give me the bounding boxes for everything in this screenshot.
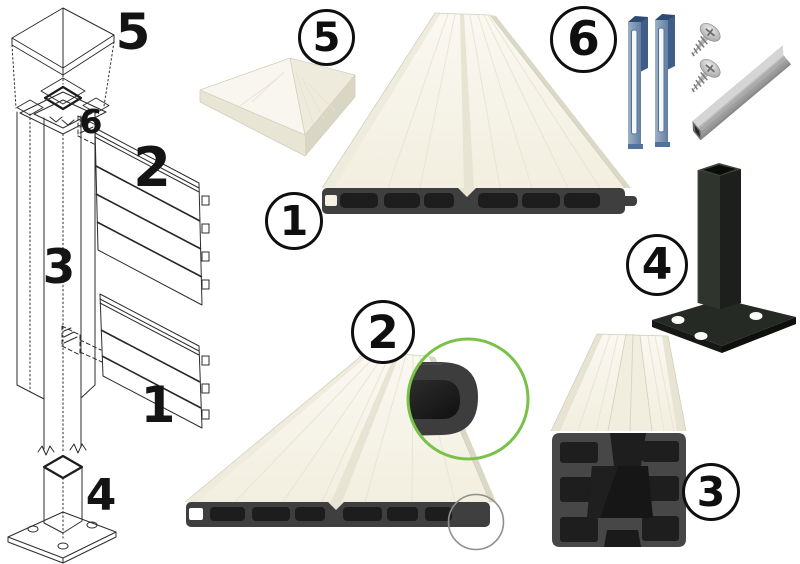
callout-number: 1 [279, 196, 309, 245]
board-tongue [620, 196, 637, 206]
wall-bracket [655, 14, 675, 147]
magnified-tongue-detail [408, 362, 478, 436]
diagram-label-base: 4 [86, 470, 117, 521]
callout-number: 6 [567, 12, 600, 67]
callout-post-profile: 3 [682, 463, 740, 521]
callout-post-cap: 5 [298, 9, 355, 66]
lower-panel-wireframe [99, 293, 210, 429]
base-plate [652, 299, 796, 346]
diagram-label-bracket: 6 [80, 102, 103, 141]
post-cap-render [199, 57, 356, 157]
bolt-hole [694, 332, 708, 340]
board-cross-section [322, 188, 637, 214]
diagram-label-lower-panel: 1 [141, 376, 176, 434]
board-top-face [322, 13, 625, 188]
gray-detail-circle [447, 493, 505, 551]
bolt-hole [671, 316, 685, 324]
steel-tube [692, 45, 792, 141]
board-groove [189, 508, 203, 520]
board-groove [325, 195, 337, 206]
callout-number: 3 [696, 467, 726, 516]
board-seam [331, 354, 400, 502]
fence-boards-render [321, 12, 637, 214]
wall-bracket [628, 16, 648, 149]
hardware-kit-render [628, 14, 792, 149]
base-plate-wireframe [7, 511, 117, 564]
screw [691, 59, 721, 93]
diagram-label-upper-panel: 2 [133, 136, 171, 199]
cap-wireframe [11, 7, 115, 109]
upper-panel-wireframe [94, 127, 210, 306]
bolt-hole [749, 312, 763, 320]
board-joint-notch [458, 188, 476, 197]
callout-anchor-base-post: 4 [626, 234, 688, 296]
bracket-marks [61, 115, 103, 363]
board-cross-section [186, 502, 490, 527]
board-seam [460, 14, 474, 188]
exploded-assembly-drawing: 5 6 2 3 1 4 [7, 3, 210, 564]
profile-cross-section [552, 433, 686, 547]
callout-number: 4 [641, 239, 673, 290]
profile-top-groove [608, 334, 652, 431]
boards-underside-render [184, 337, 530, 551]
post-wireframe [16, 111, 96, 539]
screw [691, 23, 721, 57]
callout-fence-boards: 1 [265, 192, 323, 250]
post-profile-render [550, 333, 687, 547]
profile-bottom-slot [604, 530, 641, 547]
callout-boards-underside: 2 [351, 300, 415, 364]
board-side-edge [490, 15, 631, 188]
green-magnifier-circle [406, 337, 530, 461]
callout-number: 2 [367, 305, 399, 359]
diagram-label-post: 3 [43, 240, 76, 295]
callout-hardware-kit: 6 [550, 6, 617, 73]
post-body [697, 163, 741, 309]
callout-number: 5 [312, 14, 341, 61]
anchor-base-post-render [652, 163, 796, 353]
profile-top-slot [610, 433, 646, 466]
board-joint-notch [328, 502, 344, 510]
diagram-label-cap: 5 [116, 3, 151, 61]
